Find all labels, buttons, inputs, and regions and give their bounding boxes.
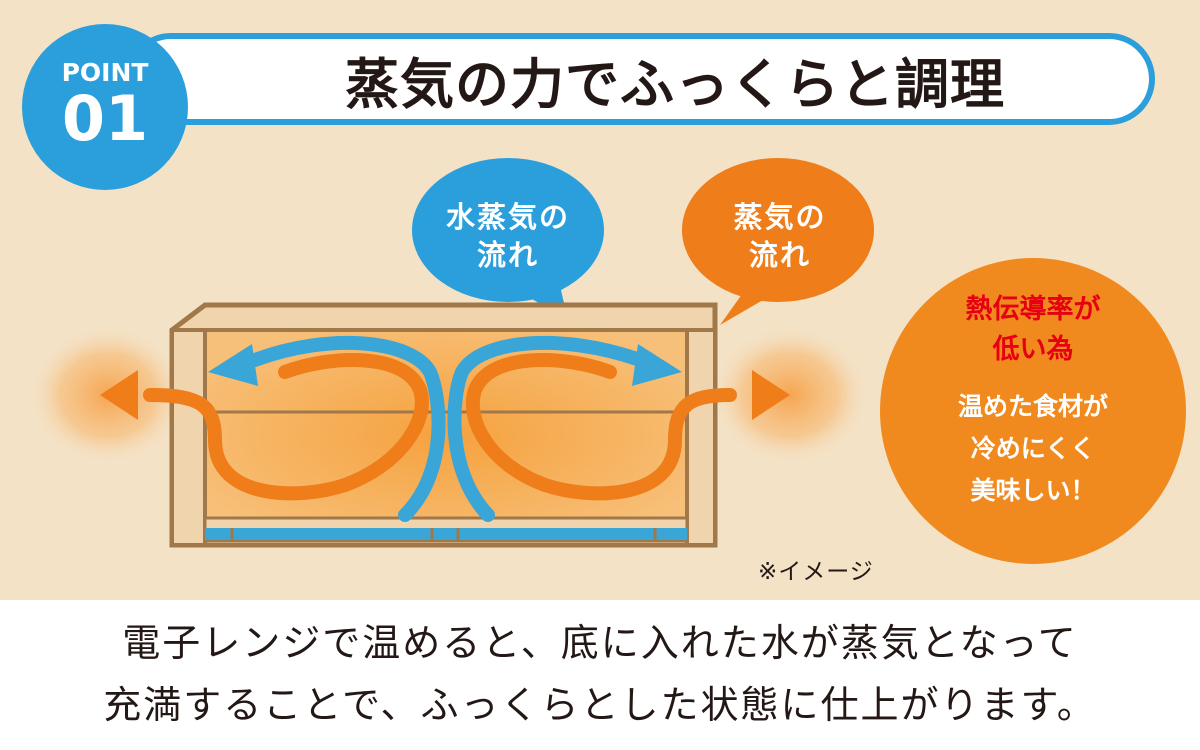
- steam-bubble: [682, 158, 874, 325]
- right-steam-arrow: [752, 370, 790, 420]
- page-title: 蒸気の力でふっくらと調理: [345, 52, 1005, 116]
- left-steam-arrow: [100, 370, 138, 420]
- point-badge: POINT 01: [22, 24, 188, 190]
- steam-bubble-label: 蒸気の 流れ: [733, 200, 827, 272]
- point-label: POINT: [61, 58, 149, 87]
- steam-flow-diagram: [28, 158, 874, 548]
- description-text: 電子レンジで温めると、底に入れた水が蒸気となって 充満することで、ふっくらとした…: [103, 621, 1097, 727]
- benefit-heading: 熱伝導率が 低い為: [965, 294, 1101, 365]
- water-vapor-flow-lines: [248, 335, 647, 522]
- left-vapor-arrow: [208, 344, 258, 386]
- water-vapor-bubble-label: 水蒸気の 流れ: [445, 200, 570, 272]
- title-bar: [125, 33, 1155, 125]
- benefit-body: 温めた食材が 冷めにくく 美味しい！: [957, 392, 1108, 505]
- right-vapor-arrow: [632, 344, 682, 386]
- image-note: ※イメージ: [758, 559, 874, 585]
- point-number: 01: [61, 82, 149, 155]
- benefit-circle: [880, 258, 1186, 564]
- steam-flow-lines: [143, 353, 737, 501]
